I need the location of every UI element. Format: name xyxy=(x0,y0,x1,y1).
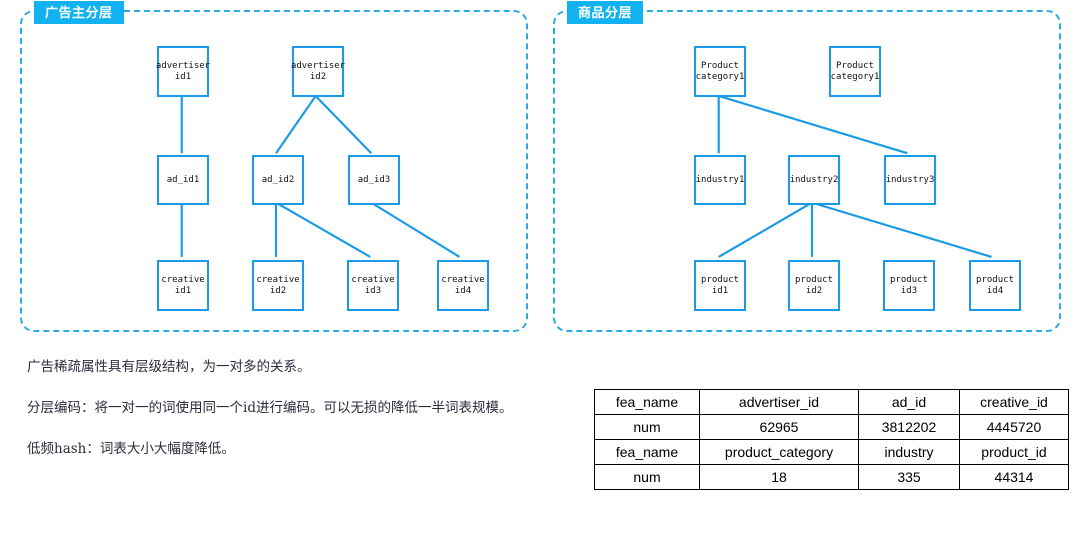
edge-industry2-product1 xyxy=(718,201,813,258)
table-cell: 4445720 xyxy=(959,414,1069,440)
node-label-line1: advertiser xyxy=(155,60,211,71)
edges-product xyxy=(717,94,992,258)
note-paragraph-2: 分层编码：将一对一的词使用同一个id进行编码。可以无损的降低一半词表规模。 xyxy=(27,400,513,416)
node-label-line2: id4 xyxy=(986,285,1004,296)
node-label-line2: id1 xyxy=(174,71,192,82)
note-paragraph-1: 广告稀疏属性具有层级结构，为一对多的关系。 xyxy=(27,359,311,375)
node-label-line2: id2 xyxy=(269,285,287,296)
table-cell: product_id xyxy=(959,439,1069,465)
table-cell: advertiser_id xyxy=(699,389,859,415)
edge-adid2-creative3 xyxy=(275,201,371,258)
edges-advertiser xyxy=(180,95,461,258)
node-label-line2: id1 xyxy=(174,285,192,296)
node-label-line2: id1 xyxy=(711,285,729,296)
node-label-line1: advertiser xyxy=(290,60,346,71)
node-label-line1: ad_id3 xyxy=(357,174,391,185)
node-label-line2: category1 xyxy=(695,71,745,82)
table-cell: 62965 xyxy=(699,414,859,440)
node-label-line2: id2 xyxy=(309,71,327,82)
table-cell: creative_id xyxy=(959,389,1069,415)
node-label-line1: product xyxy=(795,274,833,285)
node-industry3[interactable]: industry3 xyxy=(884,155,936,205)
panel-badge-product: 商品分层 xyxy=(567,1,644,24)
table-row: fea_name product_category industry produ… xyxy=(594,439,1069,465)
edge-adid3-creative4 xyxy=(370,201,461,258)
node-label-line1: ad_id2 xyxy=(261,174,295,185)
table-cell: 18 xyxy=(699,464,859,490)
table-cell: 3812202 xyxy=(858,414,960,440)
table-cell: 44314 xyxy=(959,464,1069,490)
table-cell: industry xyxy=(858,439,960,465)
node-label-line1: creative xyxy=(256,274,300,285)
node-ad-id2[interactable]: ad_id2 xyxy=(252,155,304,205)
note-paragraph-3: 低频hash：词表大小大幅度降低。 xyxy=(27,441,235,457)
table-cell: ad_id xyxy=(858,389,960,415)
node-industry2[interactable]: industry2 xyxy=(788,155,840,205)
table-cell: fea_name xyxy=(594,439,700,465)
node-label-line1: product xyxy=(976,274,1014,285)
node-label-line2: category1 xyxy=(830,71,880,82)
node-label-line1: product xyxy=(701,274,739,285)
table-cell: product_category xyxy=(699,439,859,465)
node-ad-id3[interactable]: ad_id3 xyxy=(348,155,400,205)
node-label-line1: industry1 xyxy=(695,174,745,185)
table-row: fea_name advertiser_id ad_id creative_id xyxy=(594,389,1069,415)
node-label-line2: id3 xyxy=(900,285,918,296)
feature-stats-table: fea_name advertiser_id ad_id creative_id… xyxy=(594,389,1069,490)
table-cell: num xyxy=(594,464,700,490)
node-label-line1: creative xyxy=(441,274,485,285)
node-label-line2: id4 xyxy=(454,285,472,296)
table-row: num 62965 3812202 4445720 xyxy=(594,414,1069,440)
table-row: num 18 335 44314 xyxy=(594,464,1069,490)
edge-category1-industry3 xyxy=(718,94,908,155)
node-industry1[interactable]: industry1 xyxy=(694,155,746,205)
panel-badge-advertiser: 广告主分层 xyxy=(34,1,124,24)
edge-advertiser2-adid3 xyxy=(314,95,373,154)
notes-block: 广告稀疏属性具有层级结构，为一对多的关系。 分层编码：将一对一的词使用同一个id… xyxy=(27,357,527,460)
node-label-line2: id3 xyxy=(364,285,382,296)
node-label-line1: Product xyxy=(836,60,874,71)
node-label-line1: ad_id1 xyxy=(166,174,200,185)
node-label-line1: industry2 xyxy=(789,174,839,185)
node-label-line2: id2 xyxy=(805,285,823,296)
node-label-line1: industry3 xyxy=(885,174,935,185)
node-label-line1: Product xyxy=(701,60,739,71)
table-cell: num xyxy=(594,414,700,440)
edge-industry2-product4 xyxy=(811,201,992,258)
edge-advertiser2-adid2 xyxy=(275,95,317,154)
node-label-line1: creative xyxy=(161,274,205,285)
node-ad-id1[interactable]: ad_id1 xyxy=(157,155,209,205)
node-label-line1: product xyxy=(890,274,928,285)
table-cell: 335 xyxy=(858,464,960,490)
table-cell: fea_name xyxy=(594,389,700,415)
node-label-line1: creative xyxy=(351,274,395,285)
